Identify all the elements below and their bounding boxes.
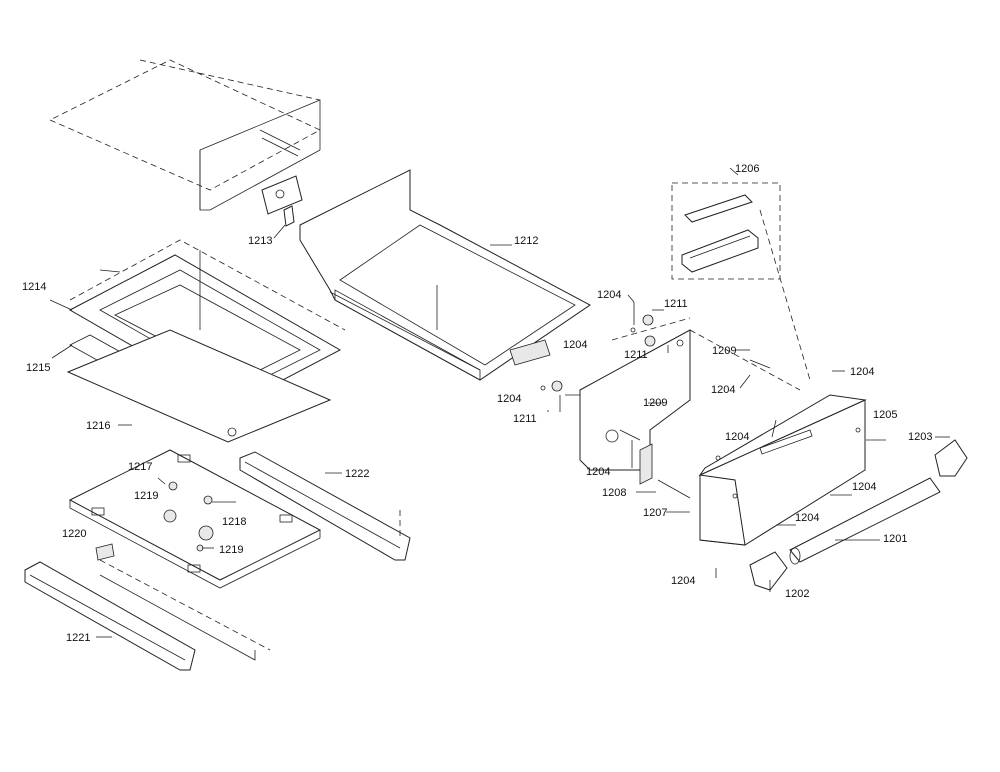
callout-1222: 1222 [345, 468, 369, 480]
callout-1204-j: 1204 [671, 575, 695, 587]
callout-1203: 1203 [908, 431, 932, 443]
callout-1220: 1220 [62, 528, 86, 540]
callout-1205: 1205 [873, 409, 897, 421]
handle-bar-1201 [789, 477, 941, 565]
callout-1204-d: 1204 [711, 384, 735, 396]
callout-1212: 1212 [514, 235, 538, 247]
base-plate [68, 449, 322, 589]
callout-1215: 1215 [26, 362, 50, 374]
drawer-tray-1212 [299, 169, 591, 381]
slide-rail-1222 [239, 451, 411, 561]
callout-labels: 1201 1202 1203 1204 1204 1204 1204 1204 … [22, 163, 932, 644]
callout-1219-b: 1219 [219, 544, 243, 556]
callout-1221: 1221 [66, 632, 90, 644]
callout-1218: 1218 [222, 516, 246, 528]
end-cap-1202 [749, 551, 788, 591]
callout-1206: 1206 [735, 163, 759, 175]
hinge-bracket-1213 [261, 175, 303, 239]
cabinet-housing [49, 59, 321, 211]
callout-1204-b: 1204 [563, 339, 587, 351]
callout-1217: 1217 [128, 461, 152, 473]
callout-1213: 1213 [248, 235, 272, 247]
callout-1209-a: 1209 [712, 345, 736, 357]
panel-1216 [66, 329, 332, 443]
callout-1201: 1201 [883, 533, 907, 545]
side-bracket-1208 [565, 329, 801, 485]
callout-1202: 1202 [785, 588, 809, 600]
bracket-1220 [95, 543, 115, 561]
rod-1207 [657, 479, 691, 499]
leader-lines [157, 167, 950, 592]
callout-1209-b: 1209 [643, 397, 667, 409]
callout-1204-f: 1204 [725, 431, 749, 443]
callout-1211-c: 1211 [513, 413, 537, 425]
callout-1204-i: 1204 [795, 512, 819, 524]
callout-1207: 1207 [643, 507, 667, 519]
callout-1204-a: 1204 [597, 289, 621, 301]
callout-1219-a: 1219 [134, 490, 158, 502]
handle-kit-1206 [671, 182, 811, 381]
slide-rail-1221 [24, 559, 271, 671]
callout-1204-h: 1204 [852, 481, 876, 493]
callout-1216: 1216 [86, 420, 110, 432]
callout-1204-e: 1204 [850, 366, 874, 378]
callout-1208: 1208 [602, 487, 626, 499]
front-panel-1205 [698, 394, 867, 546]
screws-1209 [619, 359, 771, 441]
end-cap-1203 [934, 439, 968, 477]
callout-1204-g: 1204 [586, 466, 610, 478]
callout-1211-a: 1211 [664, 298, 688, 310]
callout-1211-b: 1211 [624, 349, 648, 361]
callout-1204-c: 1204 [497, 393, 521, 405]
callout-1214: 1214 [22, 281, 46, 293]
fastener-set [540, 314, 691, 392]
